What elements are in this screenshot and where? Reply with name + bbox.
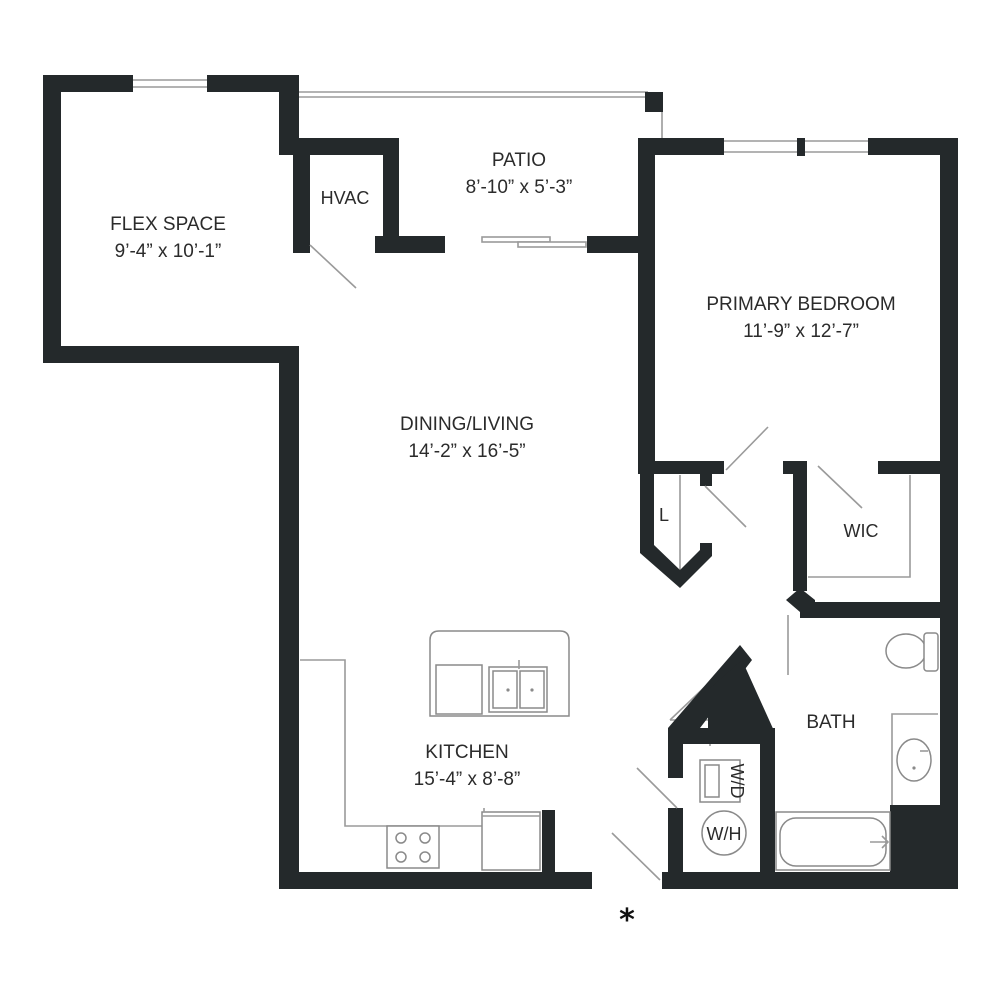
dining-living-size: 14’-2” x 16’-5” — [408, 441, 525, 462]
flex-space-size: 9’-4” x 10’-1” — [115, 241, 222, 262]
linen-label: L — [659, 505, 669, 525]
doors — [309, 236, 863, 881]
dining-living-label: DINING/LIVING — [400, 414, 534, 435]
bath-vanity-sink — [896, 738, 932, 782]
toilet — [885, 632, 939, 672]
patio-slider-door-2[interactable] — [517, 241, 587, 248]
hvac-label: HVAC — [321, 188, 370, 208]
laundry-door[interactable] — [636, 767, 678, 809]
primary-bedroom-label: PRIMARY BEDROOM — [706, 294, 895, 315]
entry-marker: * — [619, 903, 635, 938]
patio-slider-door[interactable] — [481, 236, 551, 243]
walls — [43, 75, 958, 889]
linen-door[interactable] — [704, 485, 747, 528]
refrigerator — [481, 808, 541, 871]
washer-dryer — [699, 759, 741, 803]
entry-door[interactable] — [611, 832, 661, 881]
kitchen-size: 15’-4” x 8’-8” — [414, 769, 521, 790]
washer-dryer-label: W/D — [727, 764, 747, 799]
kitchen-island — [429, 630, 570, 717]
wic-label: WIC — [844, 521, 879, 541]
range-stove — [386, 825, 440, 869]
wic-door[interactable] — [817, 465, 863, 509]
bathtub — [775, 811, 891, 871]
flex-space-label: FLEX SPACE — [110, 214, 226, 235]
primary-bedroom-size: 11’-9” x 12’-7” — [743, 321, 859, 342]
kitchen-label: KITCHEN — [425, 742, 508, 763]
dishwasher — [435, 664, 483, 715]
water-heater-label: W/H — [707, 824, 742, 844]
hvac-door[interactable] — [309, 244, 357, 289]
bedroom-door[interactable] — [725, 426, 769, 471]
patio-label: PATIO — [492, 150, 546, 171]
patio-size: 8’-10” x 5’-3” — [466, 177, 573, 198]
bath-label: BATH — [806, 712, 855, 733]
water-heater — [701, 810, 747, 856]
